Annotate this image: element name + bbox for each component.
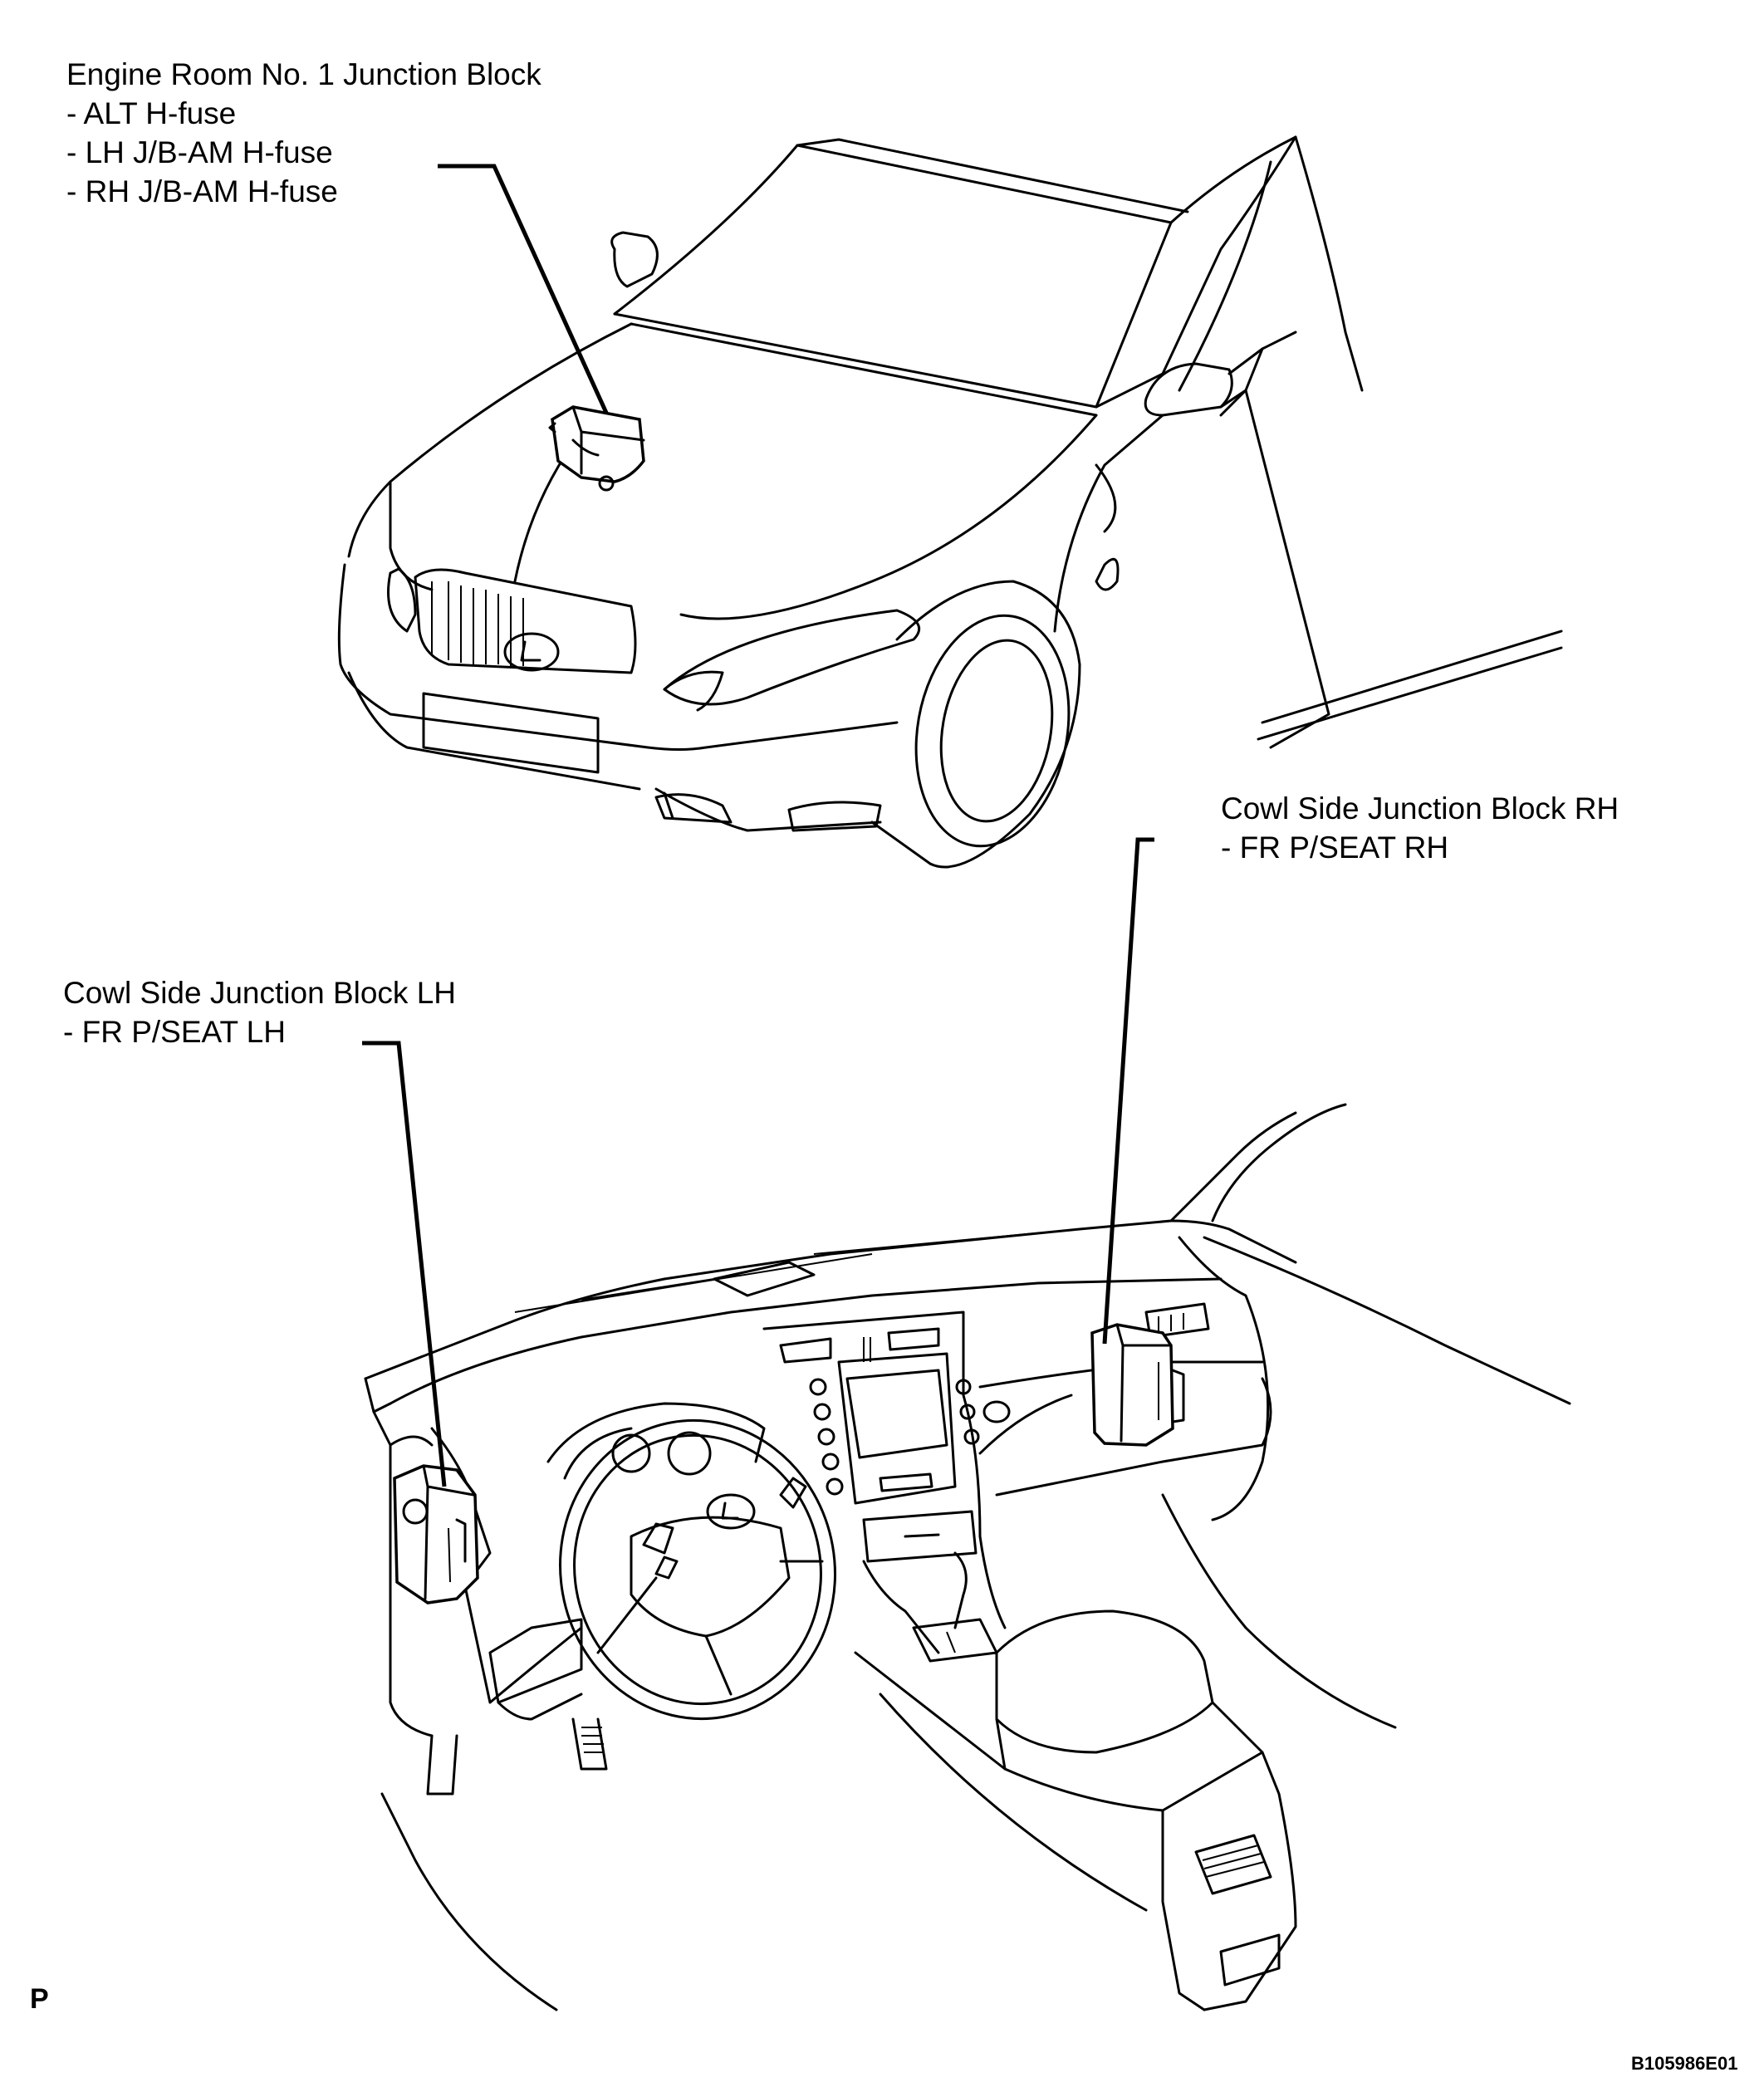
leader-line-engine-room [438, 164, 609, 414]
cowl-lh-callout: Cowl Side Junction Block LH - FR P/SEAT … [63, 973, 456, 1051]
steering-wheel-icon [559, 1418, 836, 1721]
dashboard-illustration [364, 1103, 1571, 2011]
engine-room-item: - LH J/B-AM H-fuse [66, 135, 333, 169]
engine-room-junction-block-icon [548, 405, 645, 492]
cowl-rh-callout: Cowl Side Junction Block RH - FR P/SEAT … [1221, 789, 1619, 867]
engine-room-title: Engine Room No. 1 Junction Block [66, 57, 541, 91]
engine-room-item: - RH J/B-AM H-fuse [66, 174, 338, 208]
cowl-lh-title: Cowl Side Junction Block LH [63, 976, 456, 1010]
engine-room-item: - ALT H-fuse [66, 96, 237, 130]
page-mark: P [30, 1983, 49, 2015]
cowl-lh-item: - FR P/SEAT LH [63, 1015, 286, 1049]
leader-line-cowl-lh [362, 1041, 447, 1487]
cowl-lh-junction-block-icon [393, 1464, 479, 1605]
engine-room-callout: Engine Room No. 1 Junction Block - ALT H… [66, 55, 541, 211]
cowl-rh-junction-block-icon [1090, 1323, 1185, 1447]
car-exterior-illustration [337, 135, 1563, 869]
leader-line-cowl-rh [1102, 837, 1154, 1345]
cowl-rh-item: - FR P/SEAT RH [1221, 830, 1449, 865]
figure-id: B105986E01 [1631, 2053, 1738, 2074]
cowl-rh-title: Cowl Side Junction Block RH [1221, 791, 1619, 826]
